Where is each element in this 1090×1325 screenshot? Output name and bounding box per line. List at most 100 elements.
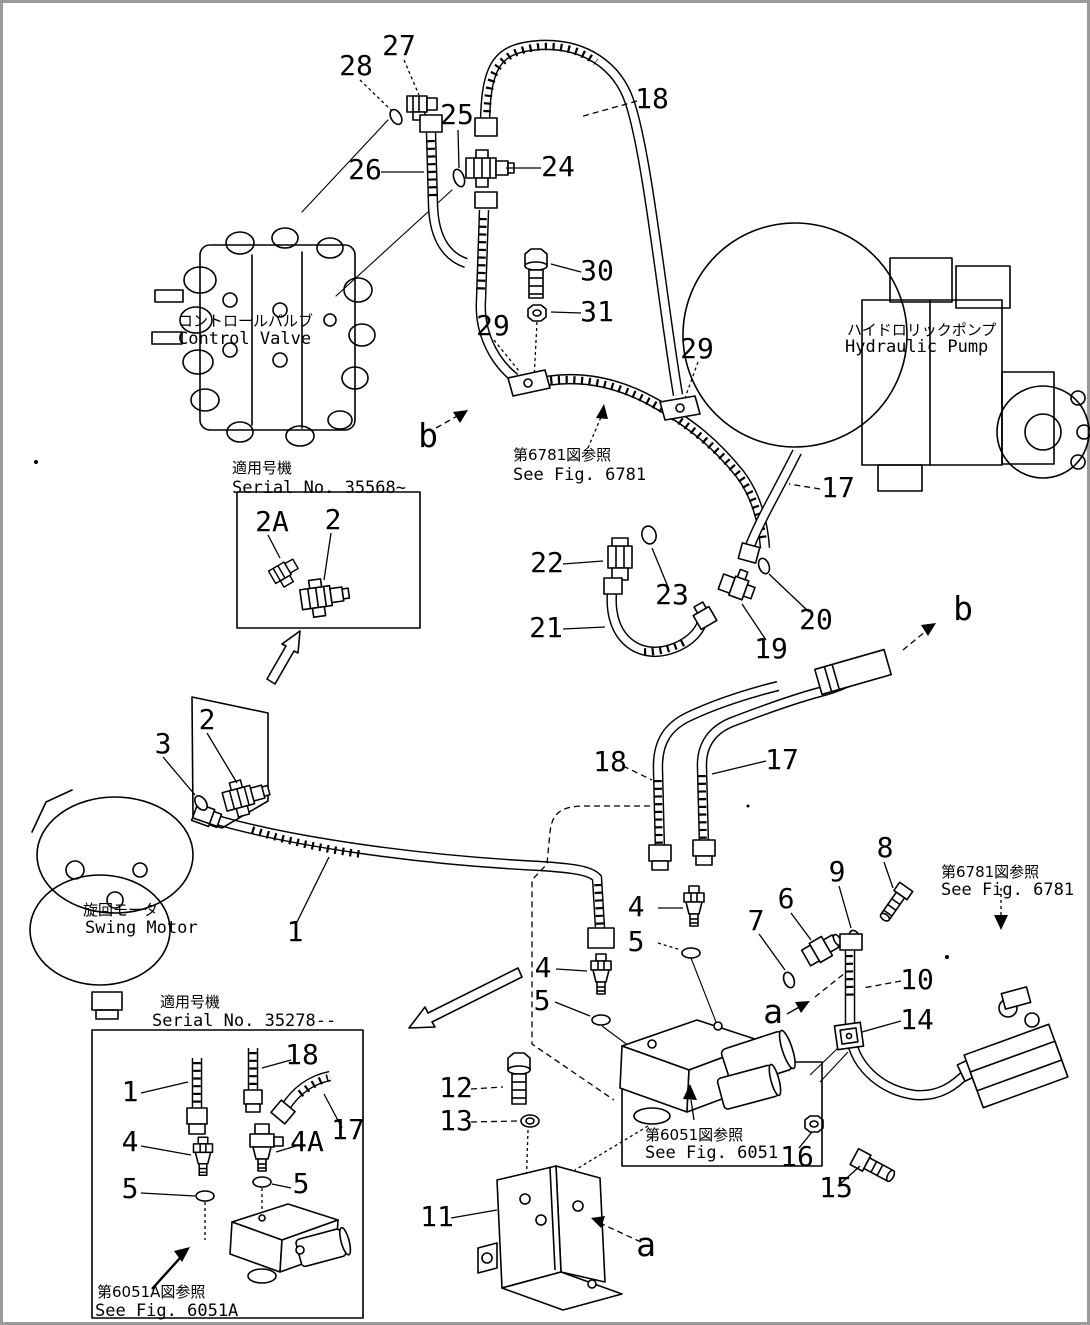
o-ring-20	[757, 557, 771, 575]
callout-inset-lower-5-right: 5	[293, 1167, 310, 1200]
fig6051-jp: 第6051図参照	[645, 1126, 743, 1144]
callout-12: 12	[439, 1071, 473, 1104]
bolt-8	[879, 881, 914, 922]
elbow-22	[607, 537, 633, 581]
serial-lower-jp: 適用号機	[160, 993, 220, 1011]
callout-31: 31	[580, 295, 614, 328]
fig6051a-jp: 第6051A図参照	[97, 1283, 205, 1301]
fig6781-center-en: See Fig. 6781	[513, 465, 646, 485]
callout-4-lower: 4	[535, 951, 552, 984]
o-ring-5-inset-right	[252, 1176, 272, 1188]
direction-arrows	[435, 404, 1008, 1243]
callout-11: 11	[420, 1200, 454, 1233]
callout-10: 10	[900, 963, 934, 996]
arrowhead-fig6781-center	[596, 404, 608, 419]
washer-13	[520, 1114, 540, 1128]
callout-14: 14	[900, 1003, 934, 1036]
callout-30: 30	[580, 254, 614, 287]
callout-8: 8	[877, 831, 894, 864]
callout-1: 1	[287, 915, 304, 948]
swing-motor-label-en: Swing Motor	[85, 918, 198, 938]
o-ring-25	[452, 168, 466, 188]
arrowhead-fig6051	[683, 1084, 697, 1100]
callout-13: 13	[439, 1104, 473, 1137]
valve-block-inset	[229, 1203, 352, 1284]
swing-motor-label-jp: 旋回モータ	[83, 901, 158, 919]
fig6781-component-drawing	[963, 986, 1069, 1109]
arrowhead-a-bottom	[591, 1216, 605, 1228]
callout-29-left: 29	[476, 309, 510, 342]
hydraulic-pump-label-en: Hydraulic Pump	[845, 337, 988, 357]
callout-arrow-lower-inset	[408, 967, 523, 1029]
fig6781-right-jp: 第6781図参照	[941, 863, 1039, 881]
fitting-4a-drawing	[249, 1123, 284, 1172]
hose-sleeve	[814, 648, 892, 696]
serial-upper-jp: 適用号機	[232, 459, 292, 477]
callout-18-top: 18	[635, 82, 669, 115]
callout-18-mid: 18	[593, 745, 627, 778]
fittings	[190, 95, 995, 1183]
callout-inset-upper-2a: 2A	[255, 505, 289, 538]
callout-17-pump: 17	[821, 471, 855, 504]
bracket-11-drawing	[477, 1165, 623, 1311]
swing-motor-drawing	[29, 789, 194, 1020]
callout-a-right: a	[763, 992, 783, 1031]
callout-b-right: b	[953, 589, 973, 628]
callout-inset-lower-4a: 4A	[290, 1125, 324, 1158]
arrowhead-b-left	[453, 410, 468, 423]
callout-16: 16	[780, 1140, 814, 1173]
callout-2: 2	[199, 703, 216, 736]
callout-inset-upper-2: 2	[325, 503, 342, 536]
dot-mark-right	[945, 955, 949, 959]
o-ring-23	[641, 525, 657, 545]
callout-25: 25	[440, 98, 474, 131]
control-valve-label-jp: コントロールバルブ	[178, 312, 313, 330]
callout-inset-lower-18: 18	[285, 1038, 319, 1071]
hydraulic-pump-label-jp: ハイドロリックポンプ	[847, 321, 996, 339]
callout-27: 27	[382, 29, 416, 62]
callout-29-right: 29	[680, 332, 714, 365]
callout-3: 3	[155, 727, 172, 760]
nut-31	[527, 304, 547, 322]
fig6051a-en: See Fig. 6051A	[95, 1301, 238, 1321]
callout-22: 22	[530, 546, 564, 579]
callout-5-lower: 5	[534, 984, 551, 1017]
bolt-15	[849, 1147, 896, 1183]
arrowhead-b-right	[921, 623, 936, 636]
callout-a-bottom: a	[636, 1225, 656, 1264]
callout-inset-lower-17: 17	[331, 1113, 365, 1146]
inset-upper	[236, 491, 421, 685]
callout-21: 21	[529, 611, 563, 644]
fitting-4-right	[683, 885, 705, 927]
inset-lower-box	[91, 1029, 364, 1319]
fig6051-en: See Fig. 6051	[645, 1143, 778, 1163]
callout-6: 6	[778, 882, 795, 915]
callout-19: 19	[754, 632, 788, 665]
valve-block-drawing	[619, 1019, 796, 1125]
callout-inset-lower-1: 1	[122, 1075, 139, 1108]
callout-28: 28	[339, 49, 373, 82]
pentagon-callout	[191, 696, 275, 829]
fig6781-center-jp: 第6781図参照	[513, 446, 611, 464]
callout-20: 20	[799, 603, 833, 636]
callout-inset-lower-4: 4	[122, 1125, 139, 1158]
nut-16	[804, 1115, 824, 1133]
o-ring-5-right	[681, 947, 701, 959]
callout-7: 7	[748, 904, 765, 937]
serial-lower-en: Serial No. 35278--	[152, 1011, 336, 1031]
leader-lines	[140, 59, 902, 1219]
o-ring-5-left	[591, 1014, 611, 1026]
callout-9: 9	[829, 855, 846, 888]
callout-inset-lower-5-left: 5	[122, 1172, 139, 1205]
o-ring-5-inset-left	[195, 1190, 215, 1202]
dot-mark-center	[746, 804, 750, 808]
o-ring-3	[194, 795, 208, 811]
bolt-12	[507, 1052, 531, 1105]
serial-upper-en: Serial No. 35568~	[232, 478, 406, 498]
o-ring-28	[389, 108, 403, 126]
hoses	[208, 39, 972, 1101]
arrowhead-a-right	[795, 1001, 810, 1013]
